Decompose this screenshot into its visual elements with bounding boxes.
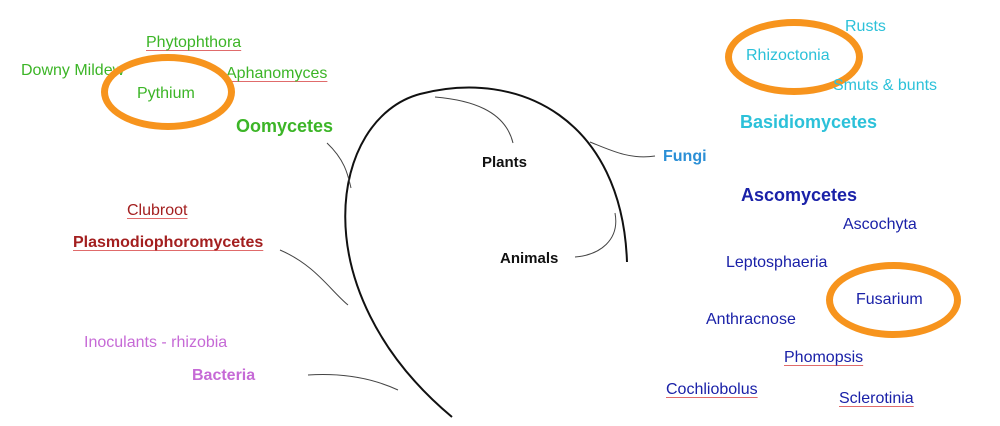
label-downy-mildew: Downy Mildew	[21, 62, 125, 79]
label-leptosphaeria: Leptosphaeria	[726, 254, 828, 271]
highlight-ring-rhizoctonia	[725, 19, 863, 95]
label-ascomycetes: Ascomycetes	[741, 185, 858, 205]
branch-plants	[434, 96, 514, 144]
label-oomycetes: Oomycetes	[236, 116, 334, 136]
label-cochliobolus: Cochliobolus	[666, 381, 758, 398]
label-aphanomyces: Aphanomyces	[226, 65, 328, 82]
label-plasmodiophoromycetes: Plasmodiophoromycetes	[73, 234, 264, 251]
label-fungi: Fungi	[663, 148, 707, 165]
branch-fungi	[589, 141, 656, 158]
label-phytophthora: Phytophthora	[146, 34, 242, 51]
label-inoculants: Inoculants - rhizobia	[84, 334, 228, 351]
label-rusts: Rusts	[845, 18, 886, 35]
label-sclerotinia: Sclerotinia	[839, 390, 914, 407]
label-rhizoctonia: Rhizoctonia	[746, 47, 830, 64]
label-phomopsis: Phomopsis	[784, 349, 864, 366]
label-fusarium: Fusarium	[856, 291, 923, 308]
branch-bacteria	[307, 374, 399, 391]
label-basidiomycetes: Basidiomycetes	[740, 112, 878, 132]
label-anthracnose: Anthracnose	[706, 311, 796, 328]
label-clubroot: Clubroot	[127, 202, 188, 219]
label-pythium: Pythium	[137, 85, 195, 102]
branch-oomycetes	[326, 142, 352, 189]
label-bacteria: Bacteria	[192, 367, 256, 384]
label-animals: Animals	[500, 250, 559, 267]
label-ascochyta: Ascochyta	[843, 216, 917, 233]
label-plants: Plants	[482, 154, 528, 171]
highlight-ring-pythium	[101, 54, 235, 130]
highlight-ring-fusarium	[826, 262, 961, 338]
branch-plasmodiophoromycetes	[279, 249, 349, 306]
label-smuts-bunts: Smuts & bunts	[833, 77, 938, 94]
branch-animals	[574, 212, 617, 258]
trunk-arc	[344, 86, 628, 418]
